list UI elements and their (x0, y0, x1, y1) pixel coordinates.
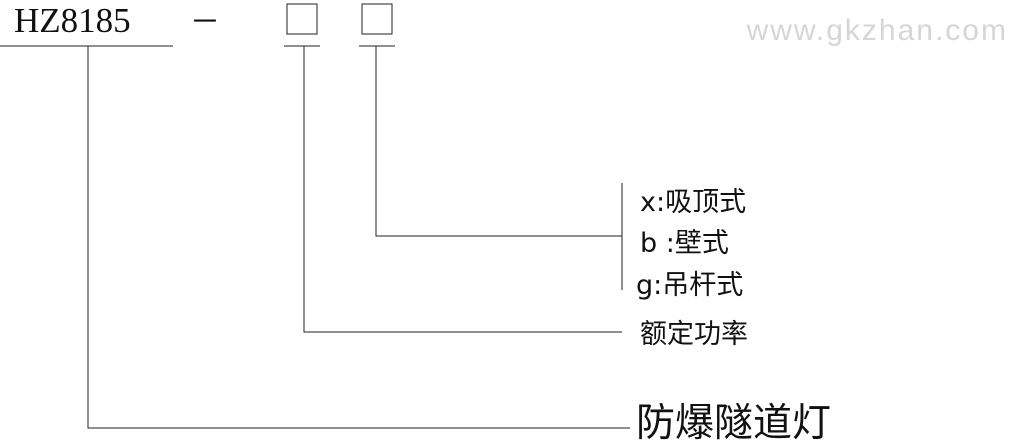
mount-placeholder-box (361, 3, 393, 35)
mount-leader-line (375, 46, 622, 237)
option-wall-mount: b :壁式 (640, 228, 729, 259)
product-leader-line (87, 46, 630, 429)
rated-power-label: 额定功率 (640, 319, 748, 350)
power-placeholder-box (286, 3, 318, 35)
product-name-label: 防爆隧道灯 (636, 401, 831, 446)
power-leader-line (303, 46, 622, 333)
model-separator: － (190, 6, 220, 39)
watermark-text: www.gkzhan.com (746, 14, 1008, 47)
option-pendant-mount: g:吊杆式 (636, 270, 743, 301)
model-code: HZ8185 (14, 1, 131, 40)
option-ceiling-mount: x:吸顶式 (640, 187, 746, 218)
